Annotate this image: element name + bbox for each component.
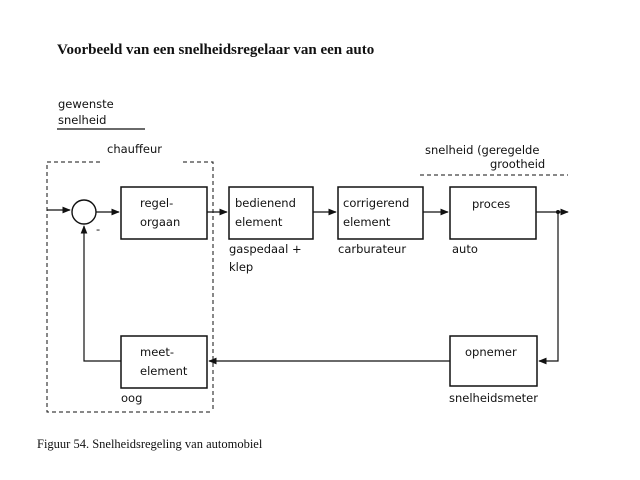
page-title: Voorbeeld van een snelheidsregelaar van … (57, 42, 374, 58)
block-regelorgaan-label: regel- orgaan (140, 196, 180, 229)
annotation-bedienend-2: klep (229, 260, 253, 274)
chauffeur-boundary-left (46, 161, 213, 413)
block-corrigerend-label-1: corrigerend (343, 196, 409, 210)
summing-junction (71, 199, 97, 225)
chauffeur-boundary-right (183, 161, 214, 412)
chauffeur-label: chauffeur (107, 142, 162, 156)
block-bedienend-label: bedienend element (235, 196, 300, 229)
block-meetelement (120, 335, 208, 389)
block-bedienend-label-2: element (235, 215, 283, 229)
annotation-bedienend: gaspedaal + klep (229, 242, 305, 274)
input-label-line-2: snelheid (58, 113, 106, 127)
block-bedienend-element (228, 186, 314, 240)
input-label: gewenste snelheid (58, 97, 117, 127)
block-meetelement-label: meet- element (140, 345, 188, 378)
block-regelorgaan (120, 186, 208, 240)
annotation-meetelement: oog (121, 391, 142, 405)
annotation-corrigerend: carburateur (338, 242, 406, 256)
annotation-proces: auto (452, 242, 478, 256)
block-opnemer (449, 335, 538, 387)
block-bedienend-label-1: bedienend (235, 196, 296, 210)
block-regelorgaan-label-2: orgaan (140, 215, 180, 229)
annotation-bedienend-1: gaspedaal + (229, 242, 302, 256)
figure-caption: Figuur 54. Snelheidsregeling van automob… (37, 437, 263, 451)
block-proces (449, 186, 537, 240)
block-meetelement-label-2: element (140, 364, 188, 378)
block-corrigerend-label-2: element (343, 215, 391, 229)
block-opnemer-label: opnemer (465, 345, 517, 359)
block-regelorgaan-label-1: regel- (140, 196, 173, 210)
annotation-opnemer: snelheidsmeter (449, 391, 538, 405)
feedback-arrow-to-opnemer (538, 212, 559, 365)
output-label-line-2: grootheid (490, 157, 545, 171)
block-proces-label: proces (472, 197, 510, 211)
block-corrigerend-element (337, 186, 424, 240)
output-label: snelheid (geregelde grootheid (425, 143, 545, 171)
feedback-arrow-to-junction (80, 225, 121, 362)
input-label-line-1: gewenste (58, 97, 114, 111)
minus-sign: - (96, 222, 100, 236)
block-corrigerend-label: corrigerend element (343, 196, 413, 229)
output-label-line-1: snelheid (geregelde (425, 143, 539, 157)
block-meetelement-label-1: meet- (140, 345, 174, 359)
